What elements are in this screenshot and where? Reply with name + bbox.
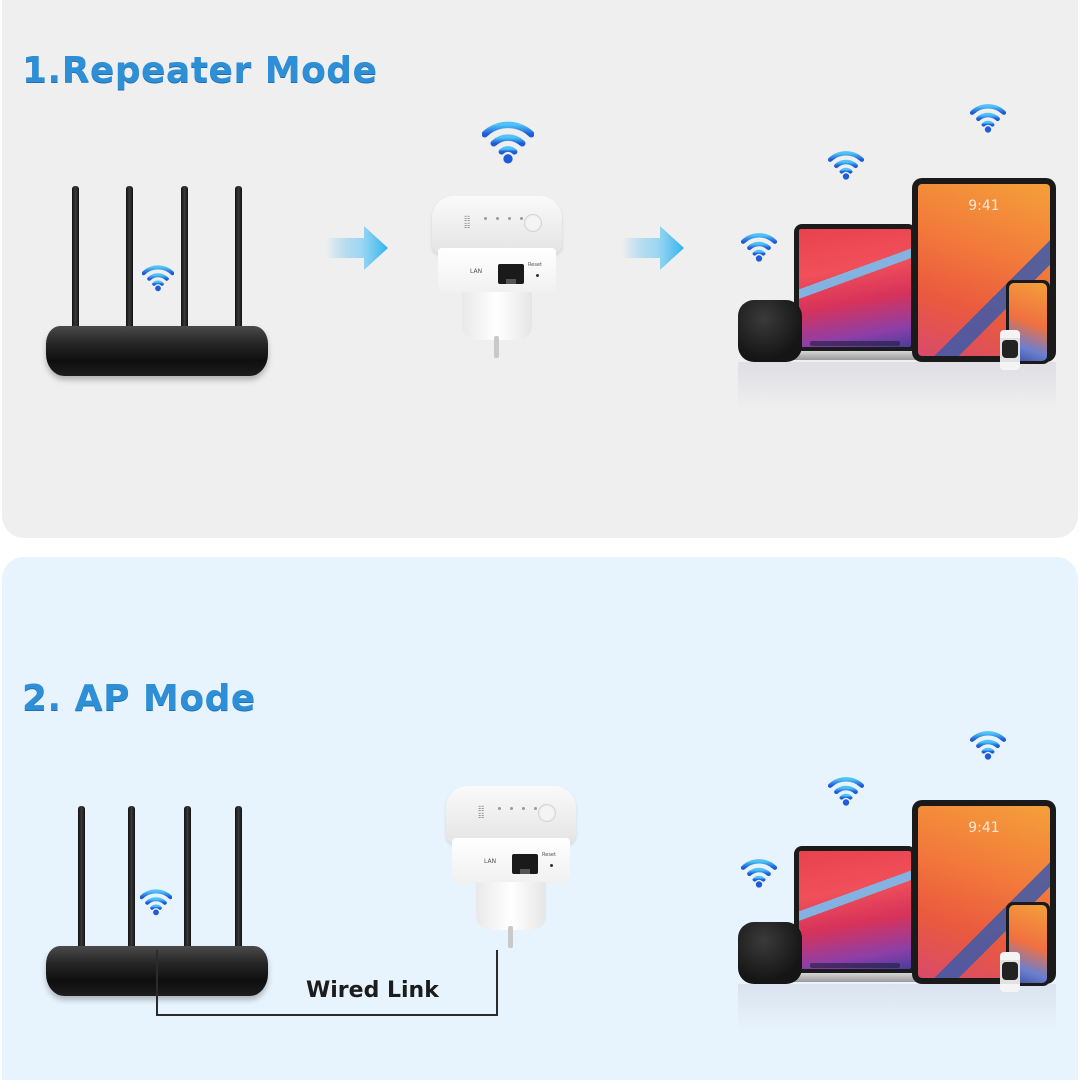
reset-label: Reset <box>542 852 556 858</box>
client-devices: 9:41 <box>728 150 1058 410</box>
laptop-base <box>786 351 926 360</box>
wifi-icon <box>140 888 172 916</box>
lan-label: LAN <box>470 268 483 275</box>
router-antenna <box>235 806 242 958</box>
wifi-icon <box>142 264 174 292</box>
laptop <box>794 846 916 974</box>
extender-plug <box>462 292 532 340</box>
laptop-dock <box>810 963 900 968</box>
router-antenna <box>235 186 242 338</box>
router-antenna <box>128 806 135 958</box>
wps-button <box>538 804 556 822</box>
tablet-clock: 9:41 <box>968 820 1000 836</box>
wired-link-label: Wired Link <box>306 978 439 1003</box>
smartwatch <box>1000 330 1020 370</box>
arrow-right-icon <box>622 226 684 270</box>
extender-led-indicators <box>484 205 532 224</box>
wifi-extender: ☷☷ LAN Reset <box>446 786 576 956</box>
router-antenna <box>72 186 79 338</box>
wifi-icon <box>482 120 534 164</box>
wifi-icon <box>828 150 864 180</box>
smartwatch <box>1000 952 1020 992</box>
extender-led-indicators <box>498 795 546 814</box>
tablet-clock: 9:41 <box>968 198 1000 214</box>
wifi-icon <box>741 232 777 262</box>
router-antenna <box>181 186 188 338</box>
smart-speaker <box>738 300 802 362</box>
laptop <box>794 224 916 352</box>
repeater-mode-title: 1.Repeater Mode <box>22 50 378 91</box>
reset-hole <box>536 274 539 277</box>
wifi-extender: ☷☷ LAN Reset <box>432 196 562 366</box>
reset-hole <box>550 864 553 867</box>
router-antenna <box>184 806 191 958</box>
client-devices: 9:41 <box>728 772 1058 1032</box>
reset-label: Reset <box>528 262 542 268</box>
router-antenna <box>78 806 85 958</box>
router-antenna <box>126 186 133 338</box>
extender-plug <box>476 882 546 930</box>
laptop-dock <box>810 341 900 346</box>
wifi-icon <box>970 730 1006 760</box>
laptop-base <box>786 973 926 982</box>
extender-logo: ☷☷ <box>464 215 471 230</box>
router-body <box>46 326 268 376</box>
wired-link-cable <box>156 950 498 1016</box>
wps-button <box>524 214 542 232</box>
extender-logo: ☷☷ <box>478 805 485 820</box>
plug-pin <box>508 926 513 948</box>
devices-reflection <box>738 362 1056 410</box>
router <box>46 176 276 376</box>
wifi-icon <box>828 776 864 806</box>
lan-port <box>512 854 538 874</box>
lan-port <box>498 264 524 284</box>
extender-body <box>438 248 556 294</box>
ap-mode-title: 2. AP Mode <box>22 678 256 719</box>
smart-speaker <box>738 922 802 984</box>
arrow-right-icon <box>326 226 388 270</box>
lan-label: LAN <box>484 858 497 865</box>
devices-reflection <box>738 984 1056 1032</box>
wifi-icon <box>741 858 777 888</box>
plug-pin <box>494 336 499 358</box>
extender-body <box>452 838 570 884</box>
wifi-icon <box>970 103 1006 133</box>
